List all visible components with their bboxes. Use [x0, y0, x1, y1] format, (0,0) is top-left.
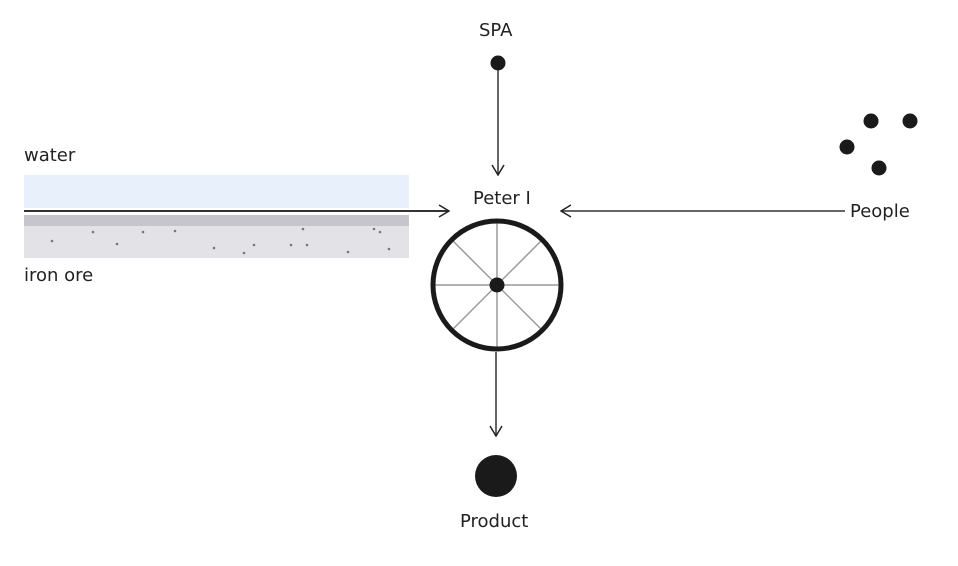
ore-particles — [50, 227, 391, 255]
ore-particle — [346, 250, 350, 254]
ore-particle — [378, 230, 382, 234]
ore-particle — [387, 247, 391, 251]
ore-particle — [372, 227, 376, 231]
peter-label: Peter I — [473, 188, 531, 209]
ore-particle — [301, 227, 305, 231]
ore-top-layer — [24, 215, 409, 226]
people-dot — [871, 160, 887, 176]
spa-label: SPA — [479, 20, 513, 41]
product-dot — [475, 455, 517, 497]
water-label: water — [24, 145, 76, 166]
ore-particle — [242, 251, 246, 255]
people-dot — [839, 139, 855, 155]
people-dot — [863, 113, 879, 129]
people-dot — [902, 113, 918, 129]
product-label: Product — [460, 511, 529, 532]
people-label: People — [850, 201, 910, 222]
spa-dot — [490, 55, 506, 71]
ore-particle — [305, 243, 309, 247]
ore-particle — [173, 229, 177, 233]
iron-ore-layer — [24, 226, 409, 258]
water-layer — [24, 175, 409, 208]
iron-ore-label: iron ore — [24, 265, 94, 286]
ore-particle — [212, 246, 216, 250]
wheel-icon — [430, 218, 564, 352]
ore-particle — [50, 239, 54, 243]
ore-particle — [91, 230, 95, 234]
ore-particle — [141, 230, 145, 234]
ore-particle — [252, 243, 256, 247]
ore-particle — [115, 242, 119, 246]
ore-particle — [289, 243, 293, 247]
